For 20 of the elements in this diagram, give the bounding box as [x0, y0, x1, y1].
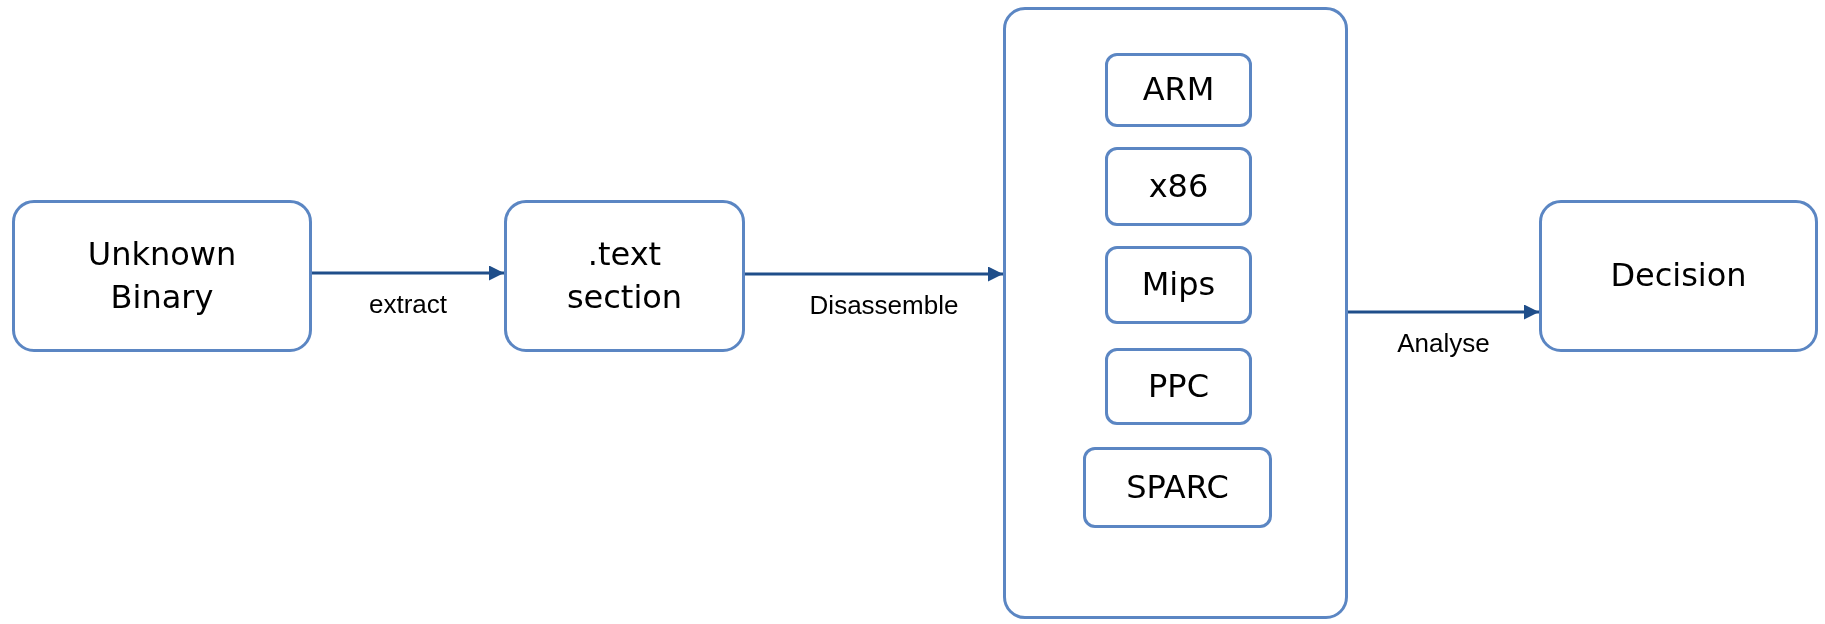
node-label: Unknown Binary: [86, 233, 238, 318]
node-label: Mips: [1141, 264, 1216, 306]
arrow: [312, 265, 504, 281]
architecture-box: [1105, 348, 1252, 425]
node-label: SPARC: [1126, 466, 1229, 508]
node-label: x86: [1148, 165, 1209, 207]
node-label: .text section: [565, 233, 684, 318]
architecture-box: [1105, 246, 1252, 324]
process-box: [504, 200, 745, 352]
node-label: Decision: [1610, 255, 1747, 297]
process-box: [1539, 200, 1818, 352]
process-box: [12, 200, 312, 352]
container-box: [1003, 7, 1348, 619]
architecture-box: [1105, 53, 1252, 127]
architecture-box: [1105, 147, 1252, 226]
node-label: ARM: [1142, 69, 1215, 111]
architecture-box: [1083, 447, 1272, 528]
node-label: PPC: [1148, 365, 1209, 407]
arrow: [745, 266, 1003, 282]
arrow: [1348, 304, 1539, 320]
